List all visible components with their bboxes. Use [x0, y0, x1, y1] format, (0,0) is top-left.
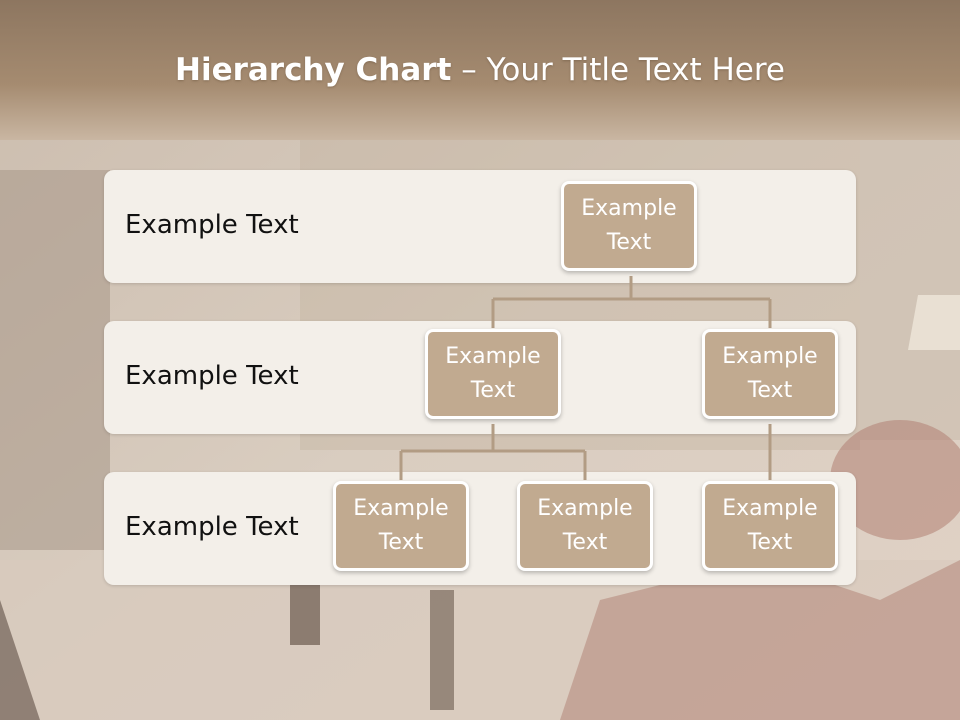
title-dash: –	[451, 52, 487, 88]
node-text-line2: Text	[747, 378, 793, 403]
node-text-line2: Text	[606, 230, 652, 255]
title-bold: Hierarchy Chart	[175, 52, 452, 88]
level-band-1	[104, 170, 856, 283]
node-text-line1: Example	[581, 196, 677, 221]
node-text-line1: Example	[722, 344, 818, 369]
level-label-2: Example Text	[125, 361, 299, 391]
node-text-line1: Example	[445, 344, 541, 369]
title-rest: Your Title Text Here	[486, 52, 785, 88]
node-text-line2: Text	[378, 530, 424, 555]
node-text-line1: Example	[537, 496, 633, 521]
level-label-1: Example Text	[125, 210, 299, 240]
page-title: Hierarchy Chart – Your Title Text Here	[0, 52, 960, 88]
node-text-line1: Example	[722, 496, 818, 521]
node-text-line2: Text	[747, 530, 793, 555]
node-text-line2: Text	[562, 530, 608, 555]
node-text-line1: Example	[353, 496, 449, 521]
level-label-3: Example Text	[125, 512, 299, 542]
node-text-line2: Text	[470, 378, 516, 403]
